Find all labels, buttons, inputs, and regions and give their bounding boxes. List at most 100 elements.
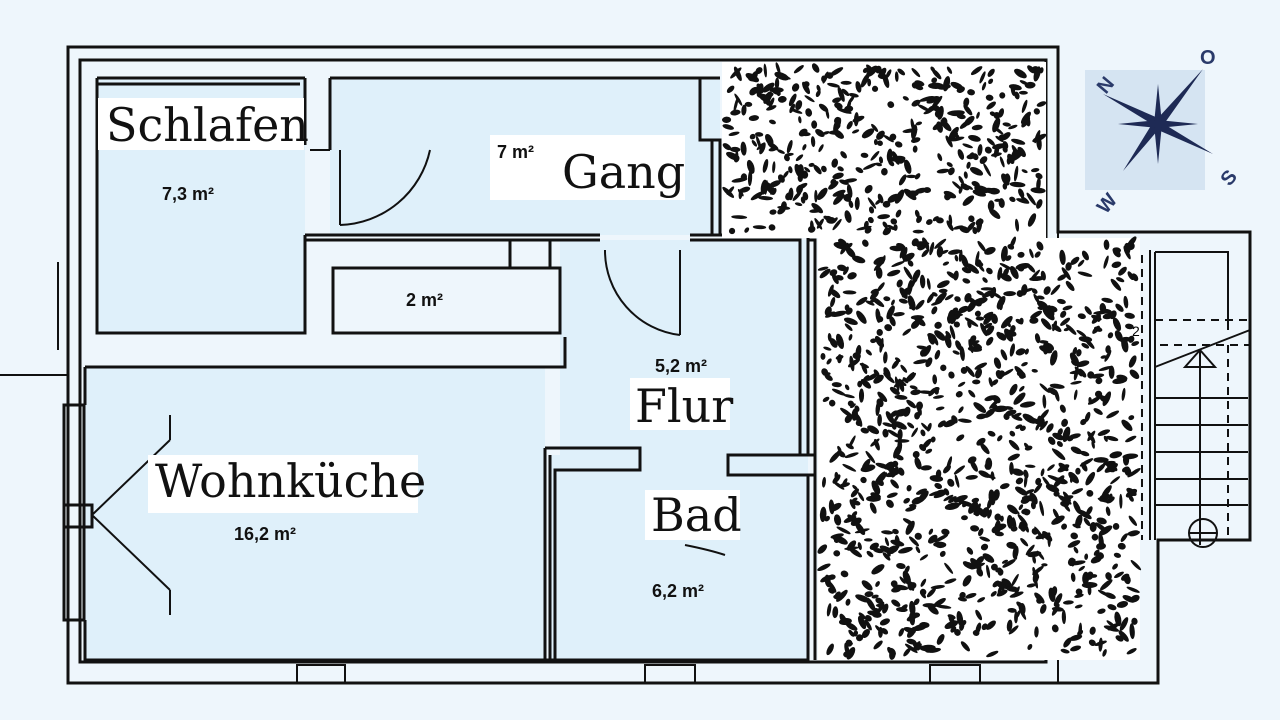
gravel-stone [854,405,860,412]
gravel-stone [981,623,988,631]
gravel-stone [913,623,928,632]
gravel-stone [886,499,894,508]
gravel-stone [966,263,980,274]
gravel-stone [837,354,842,364]
gravel-stone [1083,517,1091,527]
gravel-stone [1041,563,1048,567]
room-name-flur: Flur [635,379,733,433]
gravel-stone [811,202,824,214]
gravel-stone [891,587,902,593]
gravel-stone [914,80,925,87]
gravel-stone [890,580,898,588]
gravel-stone [915,401,923,411]
gravel-stone [944,620,959,630]
gravel-stone [974,185,981,192]
gravel-stone [956,434,965,442]
gravel-stone [768,97,775,108]
gravel-stone [1024,81,1036,89]
gravel-stone [1023,509,1031,516]
gravel-stone [887,224,896,231]
gravel-stone [864,184,873,194]
gravel-stone [760,179,768,195]
gravel-stone [986,564,991,579]
gravel-stone [845,622,858,631]
gravel-stone [1042,476,1051,488]
gravel-stone [1098,533,1104,549]
gravel-stone [894,357,901,363]
gravel-stone [919,588,927,596]
gravel-stone [912,450,920,459]
gravel-stone [858,612,866,620]
gravel-stone [729,146,741,153]
gravel-stone [1119,493,1123,509]
gravel-stone [876,140,883,146]
gravel-stone [1076,349,1082,357]
gravel-stone [1039,500,1045,517]
gravel-stone [1047,436,1056,445]
gravel-stone [919,554,929,561]
gravel-stone [867,197,877,209]
gravel-stone [758,195,773,201]
gravel-stone [908,536,920,547]
gravel-stone [1001,578,1012,587]
gravel-stone [878,67,887,78]
gravel-stone [944,562,954,574]
gravel-stone [790,108,803,114]
gravel-stone [861,458,871,471]
gravel-stone [991,526,1000,534]
gravel-stone [1009,383,1018,396]
gravel-stone [990,591,997,597]
gravel-stone [992,125,1004,135]
gravel-stone [873,138,878,146]
gravel-stone [1076,329,1087,338]
gravel-stone [837,166,844,172]
gravel-stone [825,311,836,318]
gravel-stone [810,136,816,148]
gravel-stone [871,594,879,599]
gravel-stone [936,634,945,645]
gravel-stone [1042,307,1055,321]
gravel-stone [851,511,858,518]
gravel-stone [873,640,883,650]
gravel-stone [1088,639,1096,647]
gravel-stone [997,370,1006,378]
gravel-stone [829,269,838,277]
gravel-stone [976,413,988,420]
gravel-stone [834,535,848,545]
gravel-stone [1059,249,1066,265]
gravel-stone [728,131,740,137]
gravel-stone [842,266,849,276]
gravel-stone [1069,476,1074,483]
gravel-stone [893,421,907,430]
gravel-stone [1032,555,1036,564]
gravel-stone [939,550,946,557]
gravel-stone [975,261,984,268]
gravel-stone [832,172,844,180]
gravel-stone [837,264,847,272]
gravel-stone [994,198,1002,202]
gravel-stone [1060,310,1067,318]
room-name-gang: Gang [562,145,685,199]
gravel-stone [1121,387,1126,401]
gravel-stone [955,340,962,351]
gravel-stone [1014,611,1018,624]
gravel-stone [1029,276,1045,282]
gravel-stone [1033,108,1041,115]
gravel-stone [818,144,824,153]
gravel-stone [830,502,842,512]
gravel-stone [788,166,793,174]
gravel-stone [823,346,832,351]
gravel-stone [989,208,1001,219]
gravel-stone [962,278,971,284]
gravel-stone [1112,523,1120,530]
gravel-stone [1062,600,1074,605]
gravel-stone [832,97,842,103]
gravel-stone [819,506,827,523]
gravel-stone [741,104,747,116]
inner-walls [62,76,1151,683]
gravel-stone [987,68,995,77]
gravel-stone [909,385,918,390]
gravel-stone [1102,649,1107,657]
gravel-stone [1009,196,1016,202]
gravel-stone [871,564,885,575]
